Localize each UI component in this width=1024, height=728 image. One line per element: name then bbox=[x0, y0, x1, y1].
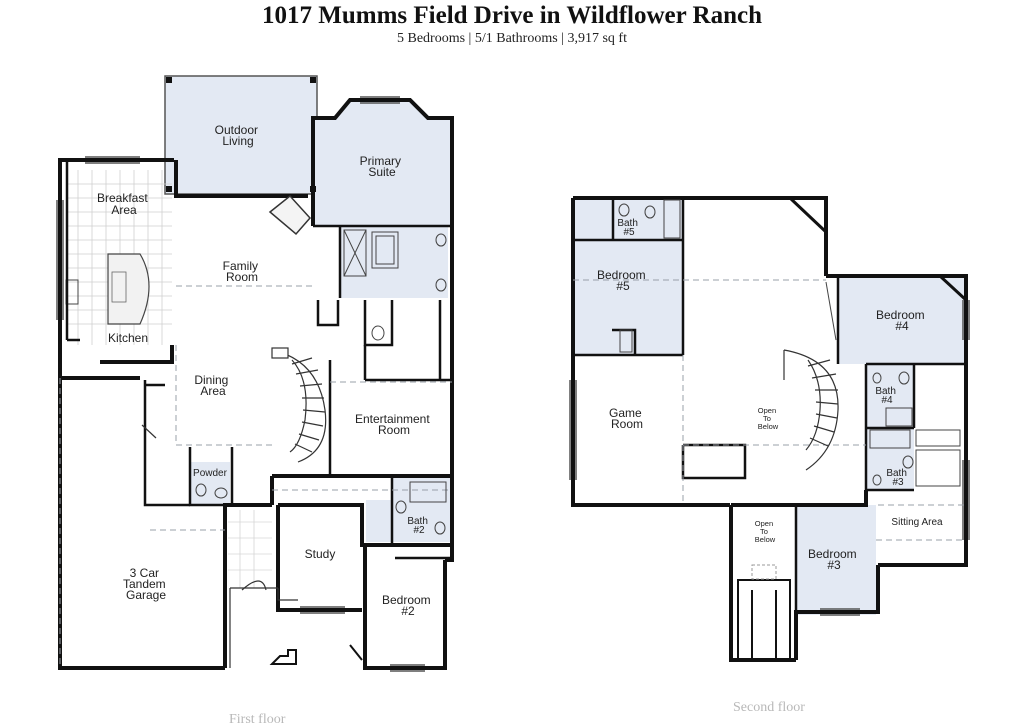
label-bath3: Bath #3 bbox=[886, 468, 909, 488]
label-outdoor-living: Outdoor Living bbox=[215, 123, 262, 148]
label-game-room: Game Room bbox=[609, 406, 645, 431]
label-study: Study bbox=[305, 547, 336, 561]
first-floor-interior-walls bbox=[65, 160, 452, 560]
first-floor-plan: Outdoor Living Primary Suite Breakfast A… bbox=[56, 75, 454, 672]
second-floor-staircase bbox=[783, 349, 839, 471]
first-floor-doors bbox=[141, 424, 298, 668]
plan-title: 1017 Mumms Field Drive in Wildflower Ran… bbox=[262, 2, 762, 29]
first-floor-windows bbox=[56, 96, 425, 672]
label-bath4: Bath #4 bbox=[875, 386, 898, 406]
entry-step bbox=[349, 644, 363, 661]
front-porch-post bbox=[269, 649, 297, 665]
primary-suite-area bbox=[313, 100, 452, 226]
label-garage: 3 Car Tandem Garage bbox=[123, 566, 169, 602]
second-floor-plan: Bath #5 Bedroom #5 Bedroom #4 Bath #4 Ga… bbox=[569, 196, 970, 662]
label-bedroom3: Bedroom #3 bbox=[808, 547, 860, 572]
kitchen-sink-icon bbox=[111, 271, 127, 303]
kitchen-island bbox=[107, 253, 150, 325]
powder-area bbox=[190, 462, 230, 504]
label-open-to-below-upper: Open To Below bbox=[758, 406, 779, 431]
stair-landing bbox=[751, 564, 777, 580]
bath2-area bbox=[392, 478, 450, 542]
second-floor-angled-walls bbox=[788, 196, 968, 302]
primary-bath-fixtures bbox=[343, 229, 447, 341]
label-bath2: Bath #2 bbox=[407, 516, 430, 536]
label-bedroom2: Bedroom #2 bbox=[382, 593, 434, 618]
bedroom4-area bbox=[838, 276, 966, 364]
bedroom3-area bbox=[796, 505, 876, 615]
second-floor-caption: Second floor bbox=[733, 700, 805, 715]
second-floor-walls bbox=[571, 196, 968, 662]
label-bedroom4: Bedroom #4 bbox=[876, 308, 928, 333]
label-bedroom5: Bedroom #5 bbox=[597, 268, 649, 293]
foyer-tile-grid bbox=[228, 510, 272, 588]
label-breakfast-area: Breakfast Area bbox=[97, 191, 151, 217]
label-dining-area: Dining Area bbox=[194, 373, 231, 398]
label-sitting-area: Sitting Area bbox=[891, 517, 943, 528]
plan-subtitle: 5 Bedrooms | 5/1 Bathrooms | 3,917 sq ft bbox=[397, 31, 627, 46]
second-floor-interior-walls bbox=[573, 198, 966, 612]
outdoor-living-area bbox=[164, 75, 318, 195]
patio-posts bbox=[166, 77, 316, 192]
bath2-hall-area bbox=[366, 500, 392, 542]
first-floor-staircase bbox=[271, 347, 327, 463]
label-kitchen: Kitchen bbox=[108, 331, 148, 345]
first-floor-dashed-lines bbox=[59, 285, 452, 668]
label-primary-suite: Primary Suite bbox=[360, 154, 405, 179]
second-floor-bath-fixtures bbox=[618, 199, 961, 487]
label-powder: Powder bbox=[193, 468, 228, 479]
label-family-room: Family Room bbox=[223, 259, 262, 284]
bath3-area bbox=[866, 428, 914, 490]
second-floor-windows bbox=[569, 300, 970, 616]
fireplace bbox=[268, 194, 312, 236]
label-bath5: Bath #5 bbox=[617, 218, 640, 238]
label-open-to-below-lower: Open To Below bbox=[755, 519, 776, 544]
label-entertainment-room: Entertainment Room bbox=[355, 412, 433, 437]
small-bath-fixtures bbox=[195, 481, 447, 535]
first-floor-caption: First floor bbox=[229, 712, 286, 727]
second-floor-dashed-lines bbox=[573, 279, 966, 541]
stair-void bbox=[737, 579, 791, 661]
